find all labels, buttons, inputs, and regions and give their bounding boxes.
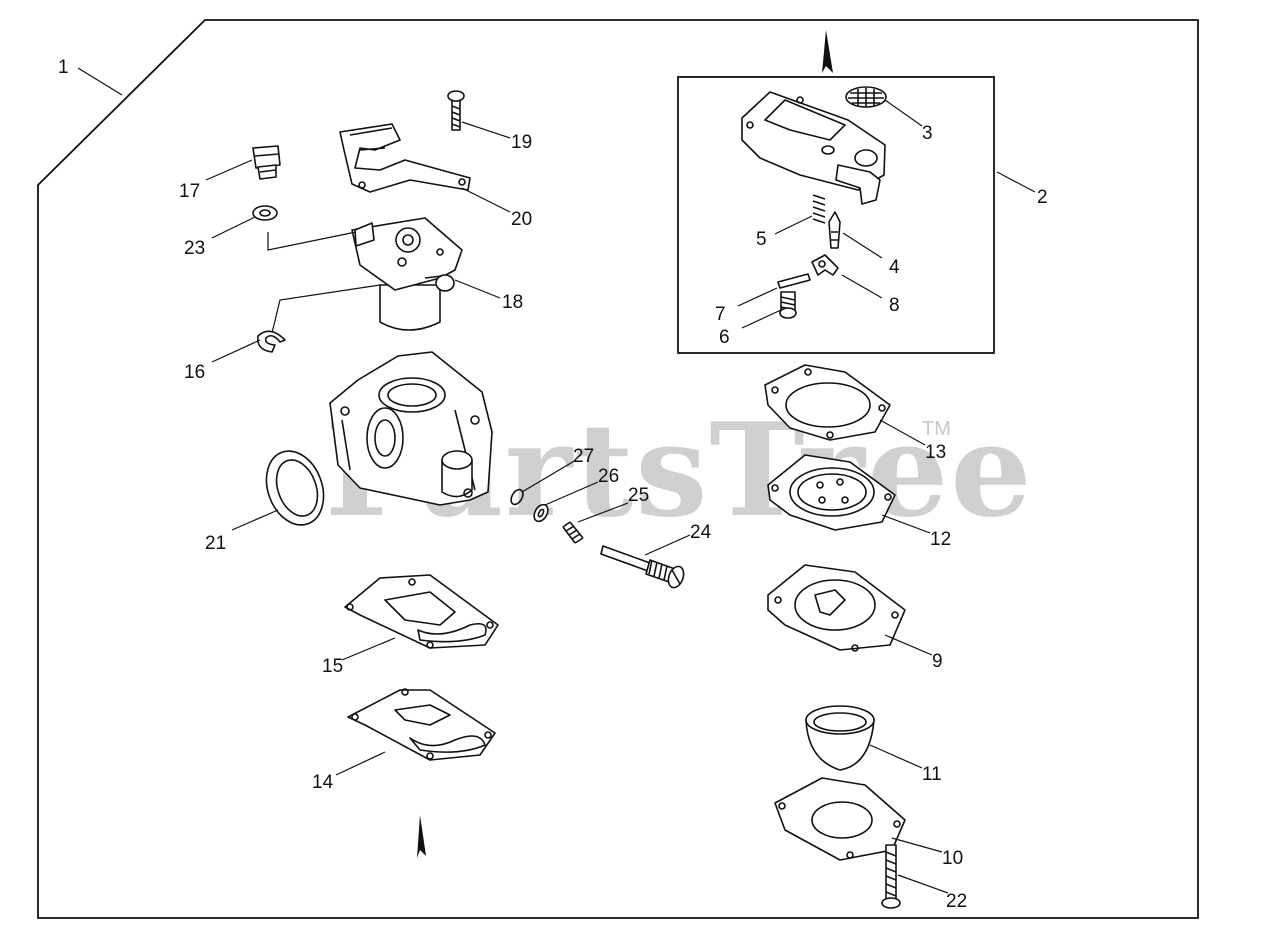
part-21-ring	[265, 450, 325, 526]
callout-19: 19	[511, 132, 532, 153]
callout-11: 11	[922, 764, 942, 785]
subassembly-box	[677, 76, 995, 354]
watermark-trademark: TM	[922, 418, 951, 440]
callout-27: 27	[573, 446, 594, 467]
callout-8: 8	[889, 295, 900, 316]
callout-20: 20	[511, 209, 532, 230]
part-27-oring	[510, 488, 524, 506]
part-24-needle	[600, 545, 685, 589]
callout-25: 25	[628, 485, 649, 506]
callout-9: 9	[932, 651, 943, 672]
callout-2: 2	[1037, 187, 1048, 208]
callout-15: 15	[322, 656, 343, 677]
part-16-clip	[256, 330, 286, 353]
callout-16: 16	[184, 362, 205, 383]
part-20-bracket	[339, 123, 471, 193]
callout-17: 17	[179, 181, 200, 202]
callout-10: 10	[942, 848, 963, 869]
callout-13: 13	[925, 442, 946, 463]
callout-18: 18	[502, 292, 523, 313]
kit-frame	[37, 19, 1199, 919]
carburetor-body	[329, 351, 493, 506]
part-4-needle-valve	[828, 211, 841, 249]
part-17-plug	[252, 145, 281, 180]
part-13-gasket	[764, 364, 891, 441]
part-26-washer	[533, 503, 549, 523]
callout-5: 5	[756, 229, 767, 250]
part-3-screen	[845, 86, 887, 108]
part-25-spring	[562, 521, 584, 544]
part-10-primer-base	[774, 777, 906, 861]
callout-24: 24	[690, 522, 712, 543]
callout-7: 7	[715, 304, 726, 325]
part-6-screw	[779, 291, 797, 319]
part-19-screw	[447, 90, 465, 131]
callout-4: 4	[889, 257, 900, 278]
callout-6: 6	[719, 327, 730, 348]
part-18-pump	[267, 217, 463, 334]
part-22-screw	[881, 844, 901, 909]
callout-14: 14	[312, 772, 334, 793]
part-9-metering-body	[767, 564, 906, 652]
part-14-gasket	[347, 688, 496, 761]
direction-arrow-top	[822, 30, 833, 73]
callout-labels: 1 2 3 4 5 6 7 8 9 10 11 12 13 14 15 16 1…	[58, 57, 1048, 912]
callout-21: 21	[205, 533, 226, 554]
callout-26: 26	[598, 466, 619, 487]
callout-1: 1	[58, 57, 69, 78]
callout-23: 23	[184, 238, 205, 259]
part-5-spring	[812, 194, 826, 224]
part-8-lever	[811, 254, 839, 276]
part-11-primer	[805, 705, 875, 771]
direction-arrow-bottom	[417, 815, 426, 858]
callout-3: 3	[922, 123, 933, 144]
part-2-cover	[741, 91, 886, 205]
part-12-diaphragm	[767, 454, 896, 531]
part-23-washer	[252, 205, 278, 221]
callout-12: 12	[930, 529, 951, 550]
leader-lines	[77, 67, 1036, 894]
part-15-gasket	[344, 574, 499, 649]
callout-22: 22	[946, 891, 967, 912]
part-7-pin	[777, 273, 811, 289]
